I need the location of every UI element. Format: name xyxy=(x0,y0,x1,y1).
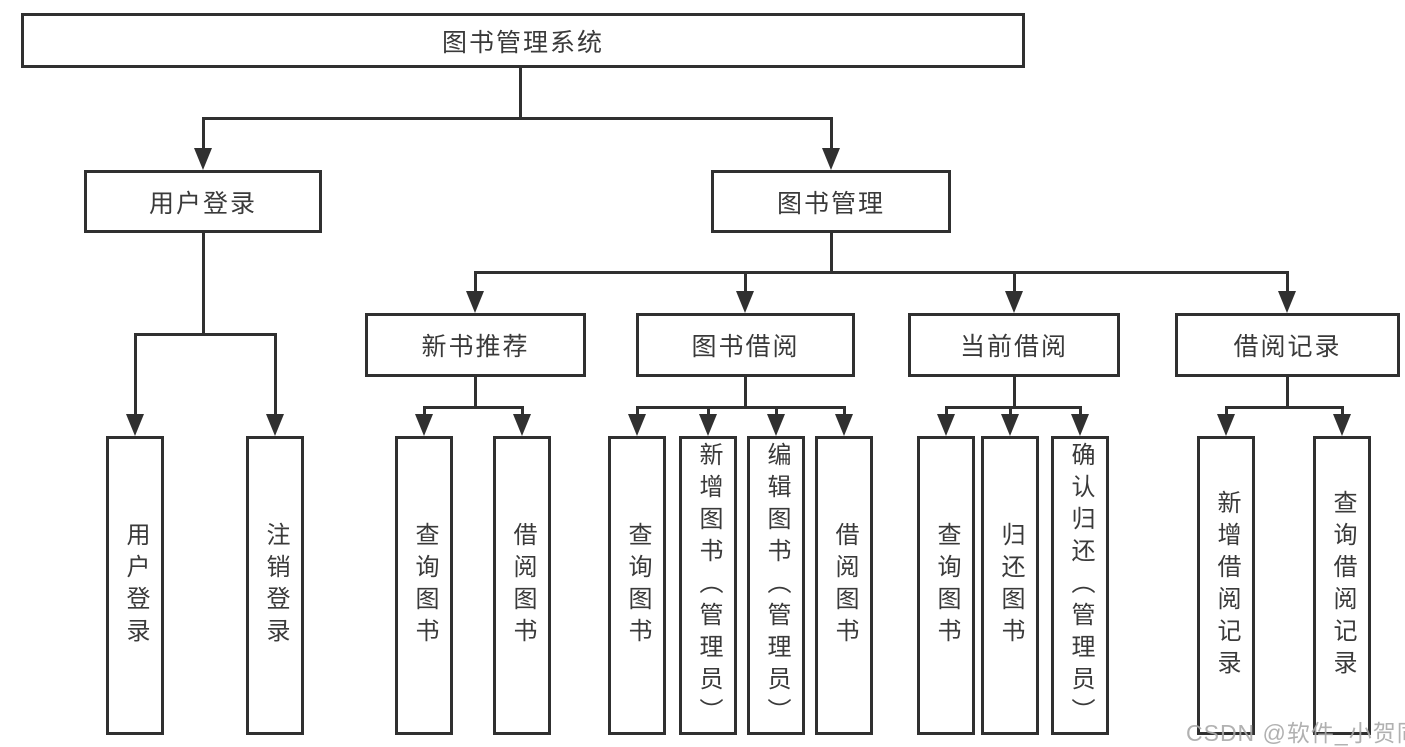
connector-arrow-shaft xyxy=(1012,272,1016,293)
connector-arrow-shaft xyxy=(473,272,477,293)
leaf-confirm-return-admin: 确认归还（管理员） xyxy=(1051,436,1109,735)
connector-horizontal-line xyxy=(944,405,1082,409)
node-user-login: 用户登录 xyxy=(84,170,322,233)
connector-arrowhead-down-icon xyxy=(1333,414,1351,436)
connector-arrowhead-down-icon xyxy=(266,414,284,436)
connector-vertical-line xyxy=(201,233,205,336)
node-new-book-recommend: 新书推荐 xyxy=(365,313,586,377)
connector-arrowhead-down-icon xyxy=(1001,414,1019,436)
leaf-label: 查询借阅记录 xyxy=(1329,489,1356,682)
connector-arrow-shaft xyxy=(829,118,833,150)
leaf-label: 注销登录 xyxy=(262,521,289,650)
node-book-management: 图书管理 xyxy=(711,170,951,233)
connector-arrowhead-down-icon xyxy=(1278,291,1296,313)
connector-arrow-shaft xyxy=(1340,407,1344,416)
leaf-label: 借阅图书 xyxy=(831,521,858,650)
connector-vertical-line xyxy=(829,233,833,274)
connector-arrow-shaft xyxy=(1008,407,1012,416)
connector-arrow-shaft xyxy=(273,334,277,416)
connector-arrowhead-down-icon xyxy=(1217,414,1235,436)
connector-arrowhead-down-icon xyxy=(513,414,531,436)
leaf-label: 新增图书（管理员） xyxy=(695,441,722,730)
leaf-edit-books-admin: 编辑图书（管理员） xyxy=(747,436,805,735)
leaf-borrow-books-recommend: 借阅图书 xyxy=(493,436,551,735)
connector-arrow-shaft xyxy=(520,407,524,416)
leaf-label: 查询图书 xyxy=(411,521,438,650)
connector-arrow-shaft xyxy=(201,118,205,150)
node-label: 借阅记录 xyxy=(1233,333,1342,361)
connector-vertical-line xyxy=(1285,377,1289,409)
node-book-borrowing: 图书借阅 xyxy=(636,313,855,377)
leaf-query-books-borrowing: 查询图书 xyxy=(608,436,666,735)
leaf-query-borrow-record: 查询借阅记录 xyxy=(1313,436,1371,735)
connector-arrowhead-down-icon xyxy=(628,414,646,436)
leaf-label: 编辑图书（管理员） xyxy=(763,441,790,730)
connector-arrowhead-down-icon xyxy=(835,414,853,436)
connector-arrowhead-down-icon xyxy=(699,414,717,436)
node-root-library-management-system: 图书管理系统 xyxy=(21,13,1025,68)
leaf-user-login: 用户登录 xyxy=(106,436,164,735)
leaf-label: 用户登录 xyxy=(122,521,149,650)
connector-horizontal-line xyxy=(635,405,846,409)
leaf-label: 借阅图书 xyxy=(509,521,536,650)
node-label: 图书管理 xyxy=(776,189,885,218)
leaf-add-borrow-record: 新增借阅记录 xyxy=(1197,436,1255,735)
connector-arrowhead-down-icon xyxy=(415,414,433,436)
leaf-label: 新增借阅记录 xyxy=(1213,489,1240,682)
connector-arrow-shaft xyxy=(1078,407,1082,416)
connector-arrowhead-down-icon xyxy=(466,291,484,313)
node-label: 图书借阅 xyxy=(691,333,800,361)
node-borrowing-records: 借阅记录 xyxy=(1175,313,1400,377)
connector-arrowhead-down-icon xyxy=(1005,291,1023,313)
connector-horizontal-line xyxy=(201,116,833,120)
connector-arrowhead-down-icon xyxy=(126,414,144,436)
connector-horizontal-line xyxy=(1224,405,1344,409)
leaf-query-books-recommend: 查询图书 xyxy=(395,436,453,735)
connector-vertical-line xyxy=(518,68,522,120)
node-current-borrowing: 当前借阅 xyxy=(908,313,1120,377)
connector-vertical-line xyxy=(473,377,477,409)
connector-vertical-line xyxy=(1012,377,1016,409)
connector-horizontal-line xyxy=(473,270,1289,274)
leaf-logout: 注销登录 xyxy=(246,436,304,735)
connector-arrowhead-down-icon xyxy=(767,414,785,436)
connector-horizontal-line xyxy=(133,332,277,336)
connector-arrow-shaft xyxy=(944,407,948,416)
csdn-watermark: CSDN @软件_小贺同学 xyxy=(1186,720,1405,746)
connector-arrow-shaft xyxy=(774,407,778,416)
connector-arrow-shaft xyxy=(635,407,639,416)
connector-horizontal-line xyxy=(422,405,524,409)
node-label: 新书推荐 xyxy=(421,333,530,361)
node-label: 当前借阅 xyxy=(959,333,1068,361)
connector-arrowhead-down-icon xyxy=(1071,414,1089,436)
connector-arrow-shaft xyxy=(743,272,747,293)
connector-arrowhead-down-icon xyxy=(937,414,955,436)
leaf-return-books: 归还图书 xyxy=(981,436,1039,735)
node-label: 图书管理系统 xyxy=(441,28,604,57)
connector-arrow-shaft xyxy=(422,407,426,416)
leaf-label: 归还图书 xyxy=(997,521,1024,650)
connector-arrow-shaft xyxy=(133,334,137,416)
node-label: 用户登录 xyxy=(148,189,257,218)
leaf-label: 查询图书 xyxy=(624,521,651,650)
leaf-borrow-books-borrowing: 借阅图书 xyxy=(815,436,873,735)
connector-arrowhead-down-icon xyxy=(194,148,212,170)
connector-arrowhead-down-icon xyxy=(822,148,840,170)
connector-arrow-shaft xyxy=(1224,407,1228,416)
leaf-query-books-current: 查询图书 xyxy=(917,436,975,735)
connector-vertical-line xyxy=(743,377,747,409)
connector-arrow-shaft xyxy=(706,407,710,416)
connector-arrowhead-down-icon xyxy=(736,291,754,313)
leaf-label: 确认归还（管理员） xyxy=(1067,441,1094,730)
leaf-add-books-admin: 新增图书（管理员） xyxy=(679,436,737,735)
leaf-label: 查询图书 xyxy=(933,521,960,650)
connector-arrow-shaft xyxy=(842,407,846,416)
connector-arrow-shaft xyxy=(1285,272,1289,293)
